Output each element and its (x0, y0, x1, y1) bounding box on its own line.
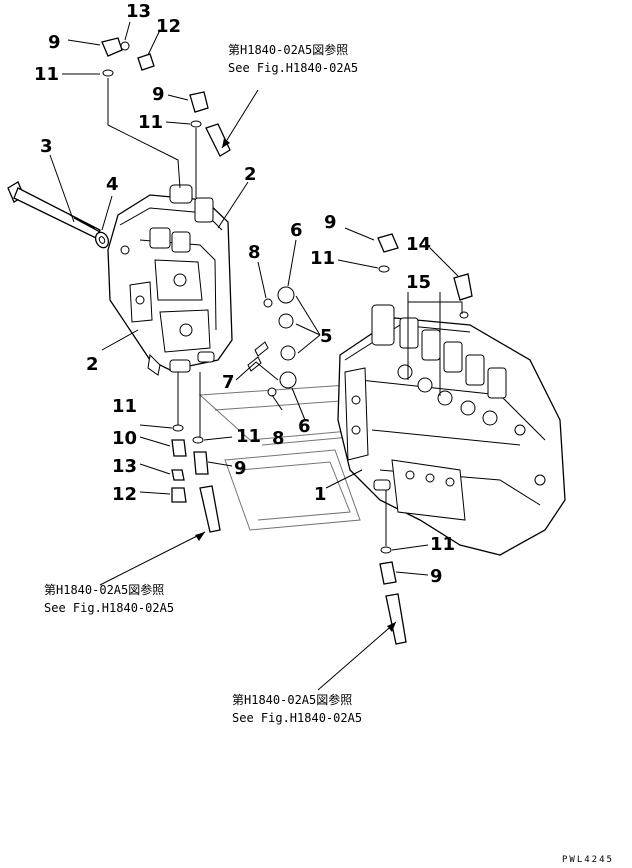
callout-9: 9 (324, 212, 337, 233)
callout-15: 15 (406, 272, 431, 293)
callout-12: 12 (156, 16, 181, 37)
lower-right-fittings (379, 546, 407, 645)
callout-5: 5 (320, 326, 333, 347)
callout-6: 6 (290, 220, 303, 241)
right-upper-fittings (377, 233, 473, 319)
callout-14: 14 (406, 234, 431, 255)
reference-en: See Fig.H1840-02A5 (228, 61, 358, 75)
callout-11: 11 (236, 426, 261, 447)
callout-3: 3 (40, 136, 53, 157)
seal-group (247, 286, 297, 397)
callout-6: 6 (298, 416, 311, 437)
callout-13: 13 (126, 1, 151, 22)
left-control-valve (107, 184, 233, 376)
callout-numbers: 13 12 9 11 9 11 3 4 2 8 6 9 14 11 15 5 2… (34, 1, 455, 587)
long-bolt (7, 181, 101, 239)
reference-jp: 第H1840-02A5図参照 (228, 42, 348, 57)
lower-left-fittings (171, 424, 221, 533)
reference-arrows (195, 138, 396, 632)
callout-11: 11 (138, 112, 163, 133)
callout-11: 11 (34, 64, 59, 85)
callout-13: 13 (112, 456, 137, 477)
reference-label-1: 第H1840-02A5図参照 See Fig.H1840-02A5 (228, 42, 358, 75)
callout-9: 9 (152, 84, 165, 105)
right-main-valve (337, 304, 566, 556)
callout-1: 1 (314, 484, 327, 505)
callout-4: 4 (106, 174, 119, 195)
callout-11: 11 (430, 534, 455, 555)
callout-12: 12 (112, 484, 137, 505)
reference-en: See Fig.H1840-02A5 (44, 601, 174, 615)
callout-9: 9 (48, 32, 61, 53)
callout-11: 11 (112, 396, 137, 417)
callout-9: 9 (234, 458, 247, 479)
drawing-code: PWL4245 (562, 855, 614, 865)
reference-label-3: 第H1840-02A5図参照 See Fig.H1840-02A5 (232, 692, 362, 725)
leader-lines (49, 21, 463, 691)
callout-8: 8 (248, 242, 261, 263)
callout-10: 10 (112, 428, 137, 449)
reference-jp: 第H1840-02A5図参照 (232, 692, 352, 707)
upper-fitting-group (101, 37, 231, 157)
reference-jp: 第H1840-02A5図参照 (44, 582, 164, 597)
callout-2: 2 (86, 354, 99, 375)
callout-11: 11 (310, 248, 335, 269)
callout-9: 9 (430, 566, 443, 587)
callout-7: 7 (222, 372, 235, 393)
callout-2: 2 (244, 164, 257, 185)
callout-8: 8 (272, 428, 285, 449)
reference-label-2: 第H1840-02A5図参照 See Fig.H1840-02A5 (44, 582, 174, 615)
reference-en: See Fig.H1840-02A5 (232, 711, 362, 725)
